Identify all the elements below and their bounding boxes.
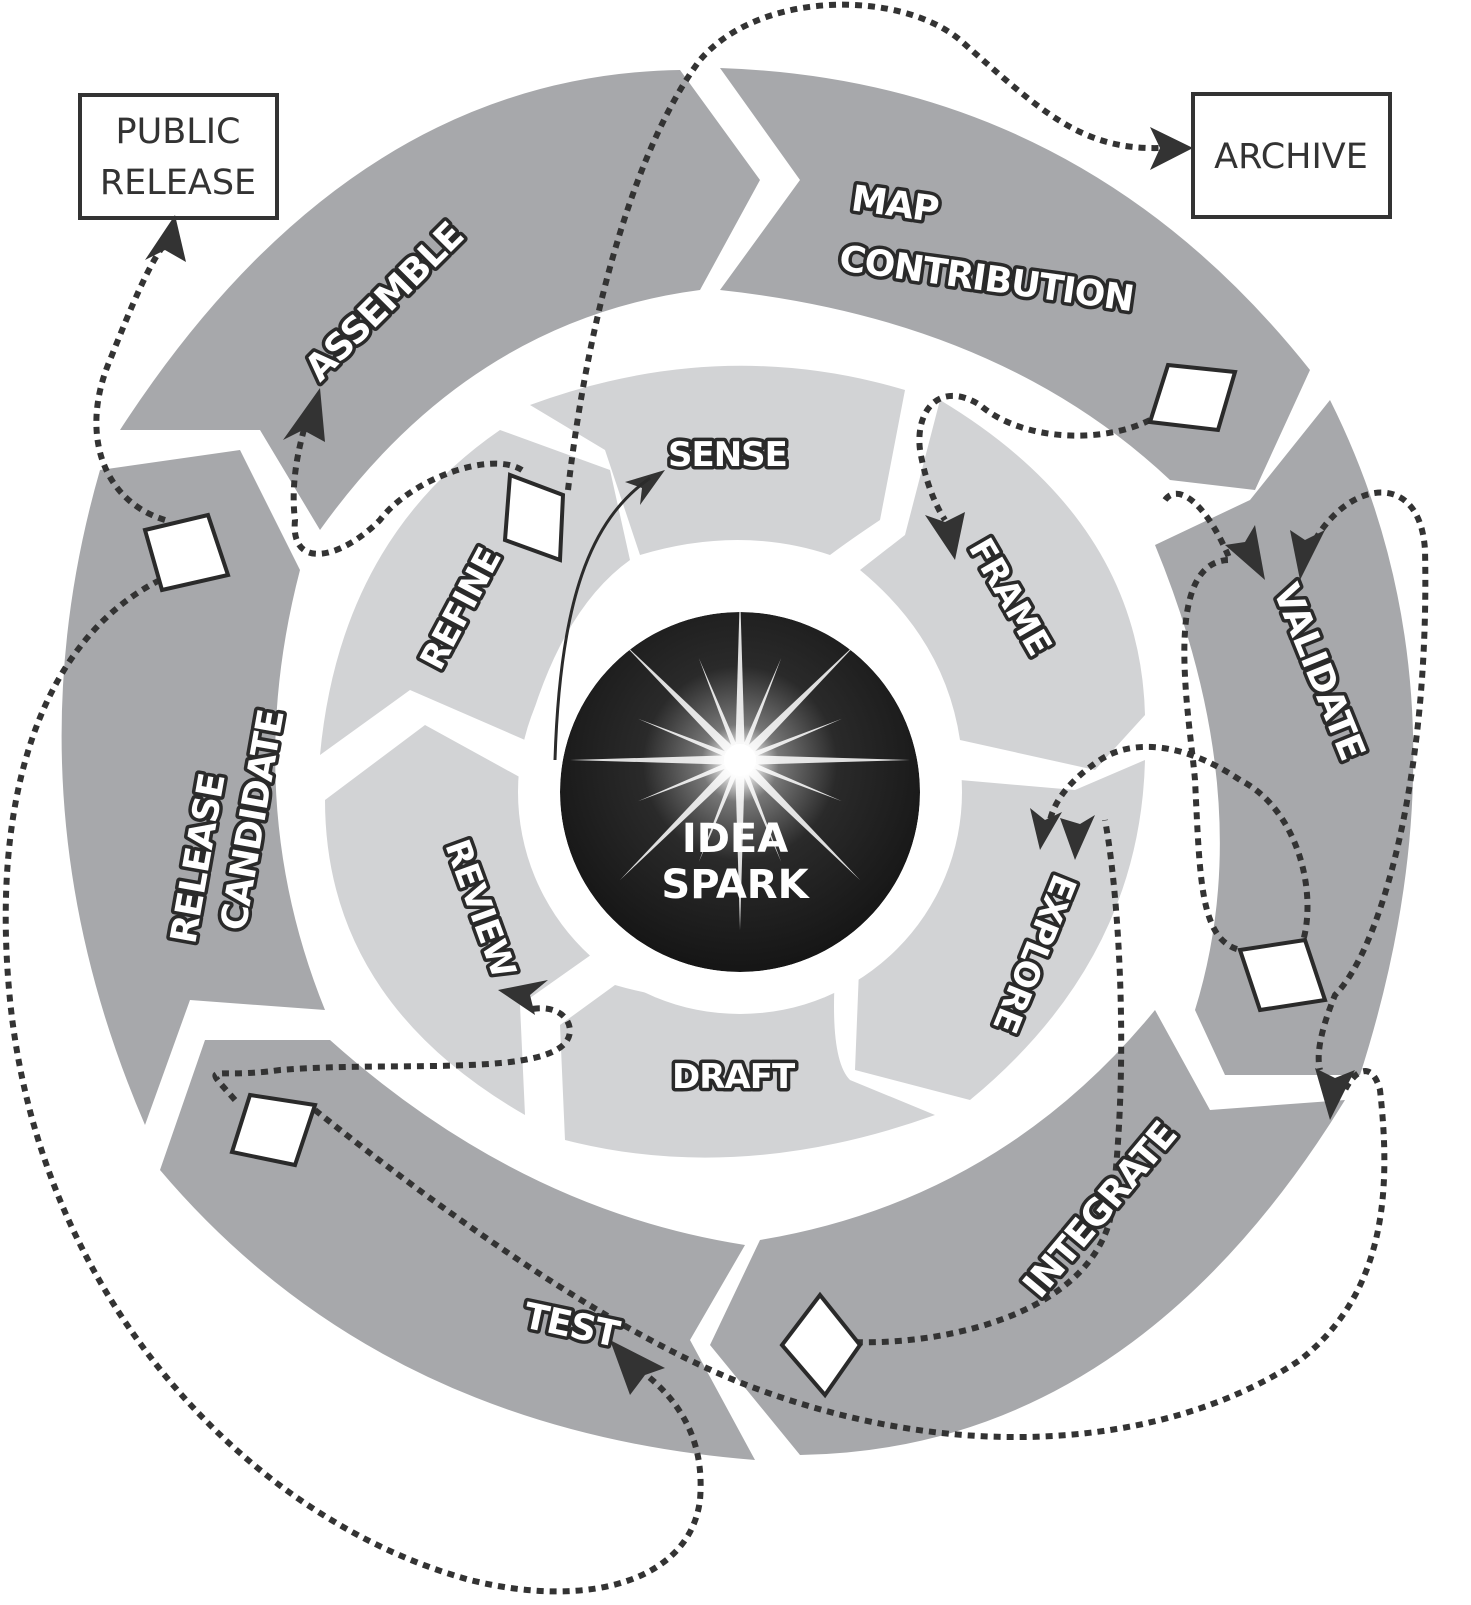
label-sense: SENSE <box>668 435 787 475</box>
public-release-line1: PUBLIC <box>116 112 241 152</box>
core-label-line2: SPARK <box>661 862 810 908</box>
spark-center <box>724 744 756 776</box>
arrowhead-public-release <box>145 215 186 262</box>
core-label-line1: IDEA <box>682 816 788 862</box>
label-draft: DRAFT <box>672 1057 796 1097</box>
archive-label: ARCHIVE <box>1214 137 1368 177</box>
public-release-line2: RELEASE <box>100 163 256 203</box>
